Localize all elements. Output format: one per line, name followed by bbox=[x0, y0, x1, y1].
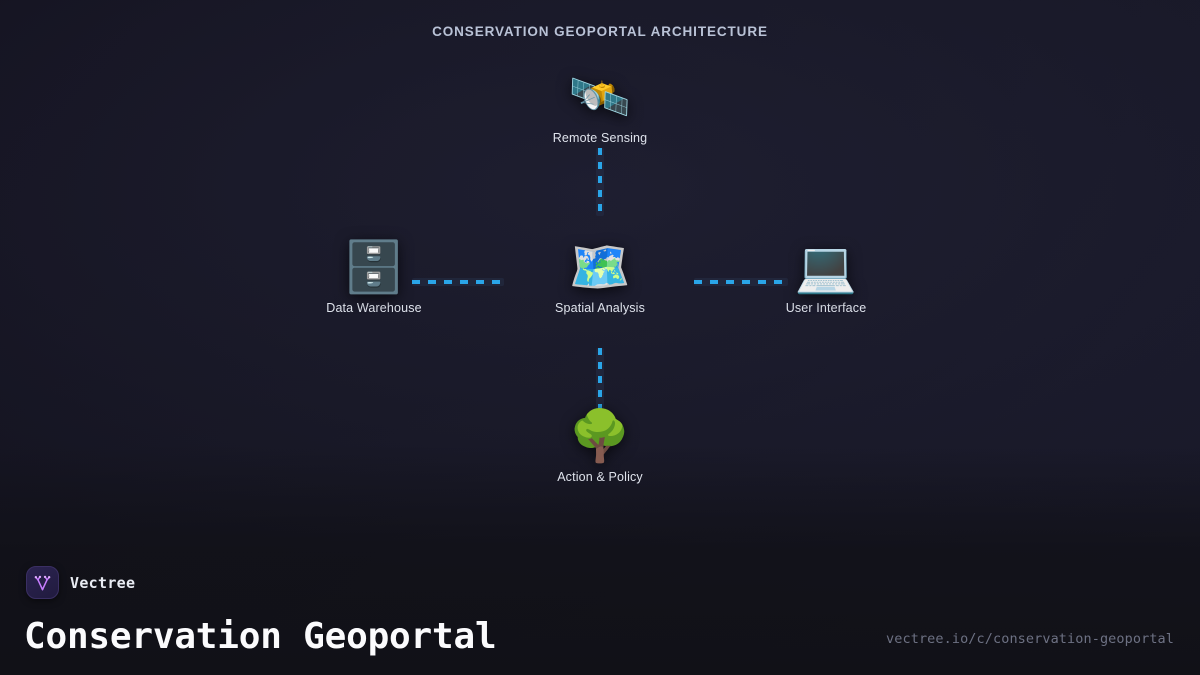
node-label: Action & Policy bbox=[557, 470, 643, 484]
node-label: User Interface bbox=[785, 301, 867, 315]
diagram-title: CONSERVATION GEOPORTAL ARCHITECTURE bbox=[432, 24, 768, 39]
file-cabinet-icon: 🗄️ bbox=[342, 239, 406, 295]
link-spatial-analysis-to-user-interface bbox=[694, 278, 788, 286]
brand-name: Vectree bbox=[70, 573, 136, 592]
tree-icon: 🌳 bbox=[568, 408, 632, 464]
page-title: Conservation Geoportal bbox=[24, 616, 497, 657]
background-floor bbox=[0, 445, 1200, 675]
node-remote-sensing[interactable]: 🛰️ Remote Sensing bbox=[520, 69, 680, 145]
node-spatial-analysis[interactable]: 🗺️ Spatial Analysis bbox=[520, 239, 680, 315]
brand: Vectree bbox=[26, 566, 135, 599]
node-label: Remote Sensing bbox=[552, 131, 648, 145]
vectree-logo-icon bbox=[26, 566, 59, 599]
link-remote-sensing-to-spatial-analysis bbox=[596, 148, 604, 216]
node-action-policy[interactable]: 🌳 Action & Policy bbox=[520, 408, 680, 484]
footer: Vectree Conservation Geoportal vectree.i… bbox=[0, 557, 1200, 675]
node-data-warehouse[interactable]: 🗄️ Data Warehouse bbox=[294, 239, 454, 315]
satellite-icon: 🛰️ bbox=[568, 69, 632, 125]
page-url: vectree.io/c/conservation-geoportal bbox=[886, 631, 1174, 647]
laptop-icon: 💻 bbox=[794, 239, 858, 295]
node-user-interface[interactable]: 💻 User Interface bbox=[746, 239, 906, 315]
node-label: Data Warehouse bbox=[326, 301, 422, 315]
link-spatial-analysis-to-action-policy bbox=[596, 348, 604, 410]
world-map-icon: 🗺️ bbox=[568, 239, 632, 295]
link-data-warehouse-to-spatial-analysis bbox=[412, 278, 504, 286]
node-label: Spatial Analysis bbox=[555, 301, 645, 315]
